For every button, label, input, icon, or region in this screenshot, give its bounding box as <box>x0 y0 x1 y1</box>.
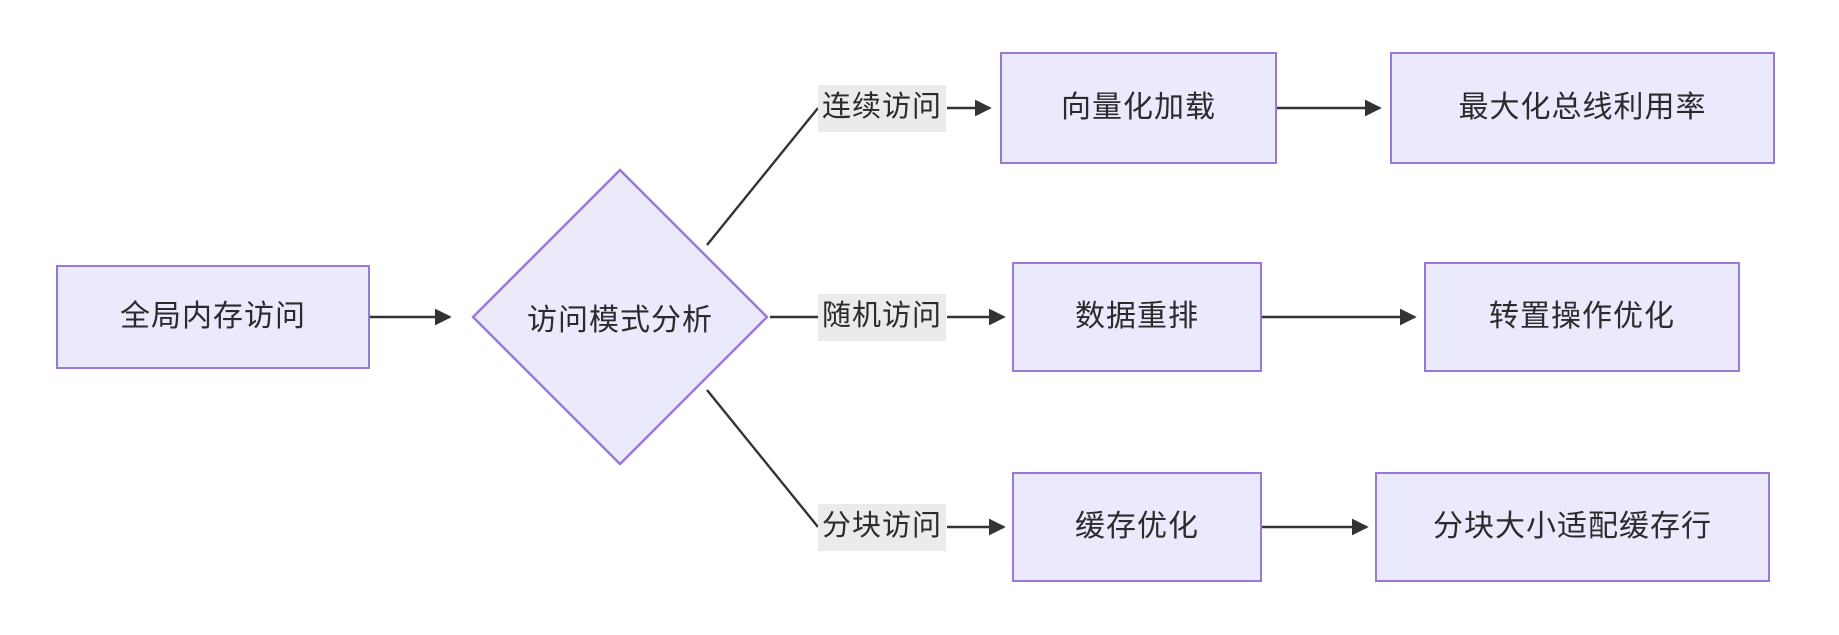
node-cache-optimization-label: 缓存优化 <box>1075 510 1199 543</box>
node-data-reorder[interactable]: 数据重排 <box>1012 262 1262 372</box>
node-data-reorder-label: 数据重排 <box>1075 300 1199 333</box>
node-access-pattern-analysis[interactable]: 访问模式分析 <box>470 167 770 467</box>
node-maximize-bus-utilization[interactable]: 最大化总线利用率 <box>1390 52 1775 164</box>
node-transpose-optimization-label: 转置操作优化 <box>1489 300 1675 333</box>
node-vectorized-load-label: 向量化加载 <box>1061 91 1216 124</box>
node-transpose-optimization[interactable]: 转置操作优化 <box>1424 262 1740 372</box>
node-tile-size-matches-cache-line[interactable]: 分块大小适配缓存行 <box>1375 472 1770 582</box>
diamond-shape <box>471 168 769 466</box>
node-global-memory-access-label: 全局内存访问 <box>120 300 306 333</box>
edge-label-random-access: 随机访问 <box>818 294 947 341</box>
node-access-pattern-analysis-label: 访问模式分析 <box>527 304 713 337</box>
node-tile-size-matches-cache-line-label: 分块大小适配缓存行 <box>1433 510 1712 543</box>
node-global-memory-access[interactable]: 全局内存访问 <box>56 265 370 369</box>
node-vectorized-load[interactable]: 向量化加载 <box>1000 52 1277 164</box>
edge-label-sequential-access: 连续访问 <box>818 85 947 132</box>
node-cache-optimization[interactable]: 缓存优化 <box>1012 472 1262 582</box>
edge-label-tiled-access: 分块访问 <box>818 504 947 551</box>
node-maximize-bus-utilization-label: 最大化总线利用率 <box>1458 91 1707 124</box>
